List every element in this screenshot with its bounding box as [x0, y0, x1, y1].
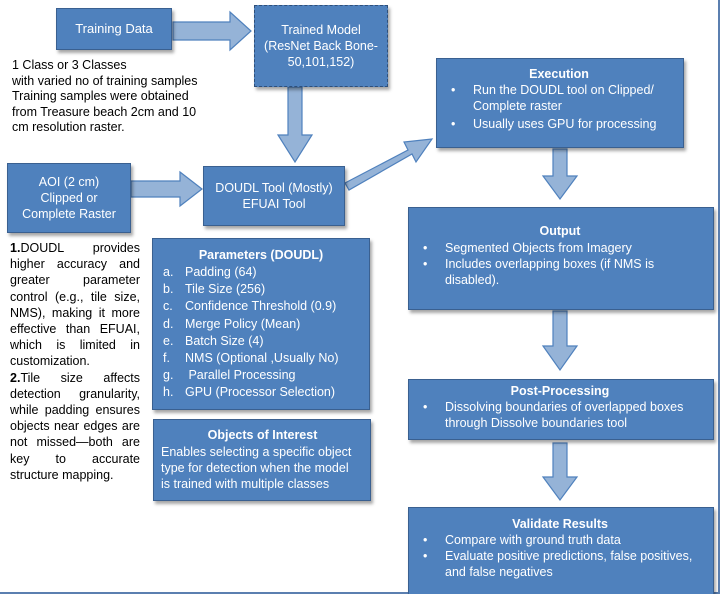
trained-model-line-2: (ResNet Back Bone-	[264, 39, 378, 53]
validate-results-list: Compare with ground truth data Evaluate …	[413, 532, 707, 580]
validate-results-title: Validate Results	[512, 517, 608, 531]
training-note-line-1: 1 Class or 3 Classes	[12, 58, 127, 72]
post-processing-title: Post-Processing	[510, 384, 610, 398]
training-note-line-5: cm resolution raster.	[12, 120, 125, 134]
aoi-line-2: Clipped or	[40, 191, 98, 205]
arrow-post-to-validate	[541, 442, 579, 502]
output-item: Includes overlapping boxes (if NMS isdis…	[413, 256, 707, 288]
execution-list: Run the DOUDL tool on Clipped/Complete r…	[441, 82, 677, 132]
output-item: Segmented Objects from Imagery	[413, 240, 707, 256]
parameter-item: e.Batch Size (4)	[163, 333, 264, 348]
trained-model-line-3: 50,101,152)	[287, 55, 355, 69]
parameters-box: Parameters (DOUDL) a.Padding (64) b.Tile…	[152, 238, 370, 410]
execution-item: Usually uses GPU for processing	[441, 116, 677, 132]
doudl-tool-line-1: DOUDL Tool (Mostly)	[215, 181, 333, 195]
training-note: 1 Class or 3 Classes with varied no of t…	[12, 58, 252, 136]
trained-model-line-1: Trained Model	[281, 23, 361, 37]
objects-of-interest-box: Objects of Interest Enables selecting a …	[153, 419, 371, 501]
objects-of-interest-title: Objects of Interest	[207, 428, 318, 442]
objects-of-interest-line-3: is trained with multiple classes	[161, 477, 330, 491]
aoi-line-1: AOI (2 cm)	[38, 175, 100, 189]
validate-item: Evaluate positive predictions, false pos…	[413, 548, 707, 580]
training-data-label: Training Data	[75, 21, 153, 36]
training-note-line-2: with varied no of training samples	[12, 73, 198, 88]
aoi-line-3: Complete Raster	[22, 207, 116, 221]
parameters-title: Parameters (DOUDL)	[198, 248, 324, 262]
note-2-number: 2.	[10, 370, 21, 385]
objects-of-interest-line-2: type for detection when the model	[161, 461, 349, 475]
parameter-item: a.Padding (64)	[163, 265, 257, 279]
arrow-execution-to-output	[541, 148, 579, 201]
validate-results-box: Validate Results Compare with ground tru…	[408, 507, 714, 594]
objects-of-interest-line-1: Enables selecting a specific object	[161, 445, 352, 459]
parameter-item: f.NMS (Optional ,Usually No)	[163, 351, 339, 366]
aoi-box: AOI (2 cm) Clipped or Complete Raster	[7, 163, 131, 233]
arrow-model-to-tool	[276, 86, 314, 164]
output-box: Output Segmented Objects from Imagery In…	[408, 207, 714, 310]
parameter-item: c.Confidence Threshold (0.9)	[163, 299, 337, 314]
note-1: 1.DOUDL provides higher accuracy and gre…	[10, 240, 140, 370]
validate-item: Compare with ground truth data	[413, 532, 707, 548]
parameter-item: b.Tile Size (256)	[163, 282, 266, 297]
note-2-text: Tile size affects detection granularity,…	[10, 370, 140, 482]
trained-model-box: Trained Model (ResNet Back Bone- 50,101,…	[254, 5, 388, 87]
training-data-box: Training Data	[56, 8, 172, 50]
doudl-tool-line-2: EFUAI Tool	[242, 197, 306, 211]
execution-item: Run the DOUDL tool on Clipped/Complete r…	[441, 82, 677, 114]
output-list: Segmented Objects from Imagery Includes …	[413, 240, 707, 288]
comparison-notes: 1.DOUDL provides higher accuracy and gre…	[10, 240, 140, 483]
training-note-line-3: Training samples were obtained	[12, 89, 189, 103]
arrow-training-to-model	[172, 10, 252, 52]
parameter-item: d.Merge Policy (Mean)	[163, 316, 301, 331]
parameter-item: g. Parallel Processing	[163, 368, 296, 383]
note-1-number: 1.	[10, 241, 21, 255]
note-2: 2.Tile size affects detection granularit…	[10, 370, 140, 483]
arrow-output-to-post	[541, 310, 579, 372]
execution-title: Execution	[529, 67, 589, 81]
execution-box: Execution Run the DOUDL tool on Clipped/…	[436, 58, 684, 148]
parameter-item: h.GPU (Processor Selection)	[163, 385, 336, 400]
post-processing-item: Dissolving boundaries of overlapped boxe…	[413, 399, 707, 431]
training-note-line-4: from Treasure beach 2cm and 10	[12, 104, 197, 119]
parameters-list: a.Padding (64) b.Tile Size (256) c.Confi…	[159, 264, 363, 402]
arrow-tool-to-execution	[344, 138, 434, 191]
post-processing-box: Post-Processing Dissolving boundaries of…	[408, 379, 714, 440]
output-title: Output	[539, 224, 581, 238]
post-processing-list: Dissolving boundaries of overlapped boxe…	[413, 399, 707, 431]
doudl-tool-box: DOUDL Tool (Mostly) EFUAI Tool	[203, 166, 345, 226]
note-1-text: DOUDL provides higher accuracy and great…	[10, 241, 140, 369]
arrow-aoi-to-tool	[130, 170, 203, 208]
